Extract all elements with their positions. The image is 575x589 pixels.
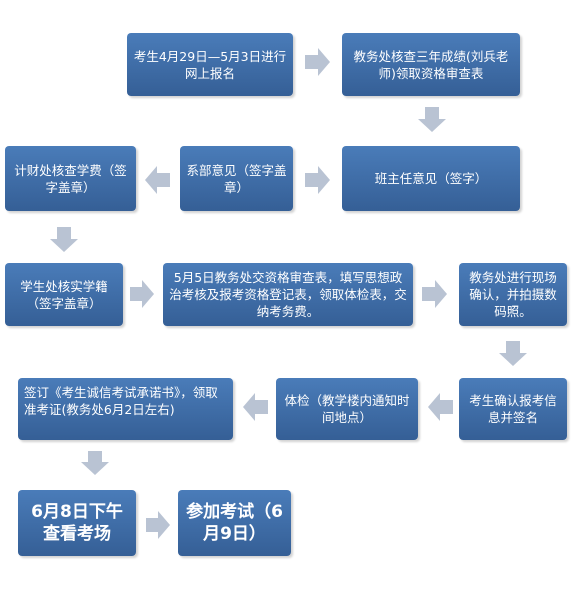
arrow-down-s5-s6 bbox=[50, 227, 78, 252]
step-text: 计财处核查学费（签字盖章） bbox=[14, 162, 127, 195]
step-text: 6月8日下午查看考场 bbox=[31, 502, 123, 544]
step-text: 签订《考生诚信考试承诺书》，领取准考证(教务处6月2日左右) bbox=[24, 385, 218, 417]
step-view-exam-room: 6月8日下午查看考场 bbox=[18, 490, 136, 556]
step-sign-pledge: 签订《考生诚信考试承诺书》，领取准考证(教务处6月2日左右) bbox=[18, 378, 233, 440]
step-text: 考生4月29日—5月3日进行网上报名 bbox=[133, 48, 287, 81]
step-text: 班主任意见（签字） bbox=[374, 171, 488, 186]
step-text: 5月5日教务处交资格审查表，填写思想政治考核及报考资格登记表，领取体检表，交纳考… bbox=[169, 270, 407, 319]
step-confirm-info: 考生确认报考信息并签名 bbox=[459, 378, 567, 440]
step-text: 系部意见（签字盖章） bbox=[186, 162, 287, 195]
arrow-right-s12-s13 bbox=[146, 511, 170, 539]
step-online-registration: 考生4月29日—5月3日进行网上报名 bbox=[127, 33, 293, 96]
step-physical-exam: 体检（教学楼内通知时间地点） bbox=[276, 378, 418, 440]
step-text: 学生处核实学籍（签字盖章） bbox=[20, 278, 108, 311]
step-take-exam: 参加考试（6月9日） bbox=[178, 490, 291, 556]
arrow-down-s2-s3 bbox=[418, 107, 446, 132]
arrow-left-s3-s4 bbox=[145, 166, 170, 194]
step-head-teacher-opinion: 班主任意见（签字） bbox=[342, 146, 520, 211]
step-text: 参加考试（6月9日） bbox=[186, 502, 283, 544]
step-text: 考生确认报考信息并签名 bbox=[469, 393, 557, 425]
arrow-left-s9-s10 bbox=[428, 393, 453, 421]
step-department-opinion: 系部意见（签字盖章） bbox=[180, 146, 293, 211]
arrow-left-s10-s11 bbox=[243, 393, 268, 421]
step-grade-check: 教务处核查三年成绩(刘兵老师)领取资格审查表 bbox=[342, 33, 520, 96]
step-student-status-check: 学生处核实学籍（签字盖章） bbox=[5, 263, 123, 326]
step-finance-check: 计财处核查学费（签字盖章） bbox=[5, 146, 136, 211]
step-text: 教务处进行现场确认，并拍摄数码照。 bbox=[469, 270, 557, 319]
step-submit-forms: 5月5日教务处交资格审查表，填写思想政治考核及报考资格登记表，领取体检表，交纳考… bbox=[163, 263, 413, 326]
step-onsite-confirmation: 教务处进行现场确认，并拍摄数码照。 bbox=[459, 263, 567, 326]
arrow-right-s6-s7 bbox=[130, 280, 154, 308]
arrow-down-s8-s9 bbox=[499, 341, 527, 366]
arrow-right-s7-s8 bbox=[422, 280, 447, 308]
step-text: 体检（教学楼内通知时间地点） bbox=[284, 393, 410, 425]
arrow-down-s11-s12 bbox=[81, 451, 109, 475]
arrow-right-s1-s2 bbox=[305, 48, 330, 76]
step-text: 教务处核查三年成绩(刘兵老师)领取资格审查表 bbox=[353, 48, 509, 81]
arrow-right-s4-s3 bbox=[305, 166, 330, 194]
